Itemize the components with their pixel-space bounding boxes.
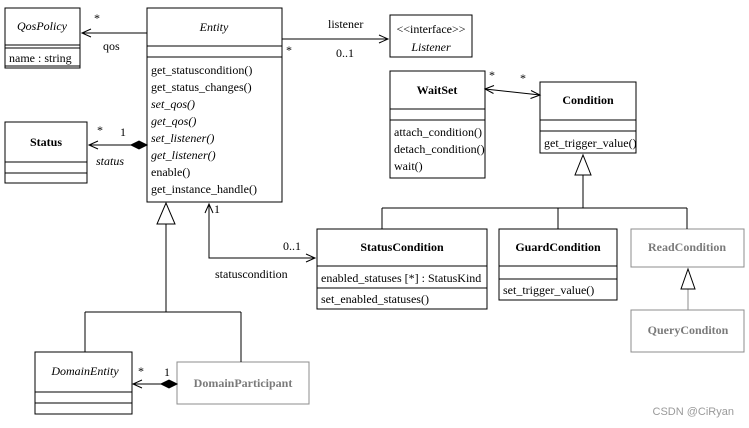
readcondition-name: ReadCondition	[648, 240, 726, 254]
entity-operation: get_qos()	[151, 114, 196, 128]
class-condition: Condition get_trigger_value()	[539, 81, 637, 154]
entity-name: Entity	[199, 20, 229, 34]
status-mult-label: *	[97, 123, 103, 137]
class-readcondition: ReadCondition	[630, 228, 745, 268]
condition-mult-label: *	[520, 71, 526, 85]
querycondition-name: QueryConditon	[648, 323, 729, 337]
composition-entity-status	[87, 140, 149, 150]
qos-role-label: qos	[103, 39, 120, 53]
class-entity: Entity get_statuscondition() get_status_c…	[146, 7, 283, 203]
entity-operation: get_instance_handle()	[151, 182, 257, 196]
entity-operations: get_statuscondition() get_status_changes(…	[151, 63, 257, 196]
statuscond-mult-label: 0..1	[283, 239, 301, 253]
waitset-name: WaitSet	[417, 83, 458, 97]
association-labels: * qos * listener 0..1 * * * 1 status 1 0…	[94, 11, 526, 379]
statuscondition-attribute: enabled_statuses [*] : StatusKind	[321, 271, 481, 285]
class-listener: <<interface>> Listener	[389, 14, 473, 58]
assoc-waitset-condition	[483, 85, 542, 99]
domainparticipant-name: DomainParticipant	[194, 376, 293, 390]
entity-operation: get_status_changes()	[151, 80, 252, 94]
class-status: Status	[4, 121, 88, 184]
statuscond-one-label: 1	[214, 202, 220, 216]
watermark-text: CSDN @CiRyan	[653, 406, 734, 418]
class-querycondition: QueryConditon	[630, 309, 745, 353]
generalization-entity	[84, 201, 242, 362]
waitset-op: detach_condition()	[394, 142, 485, 156]
status-one-label: 1	[120, 125, 126, 139]
entity-operation: set_listener()	[151, 131, 214, 145]
waitset-mult-label: *	[489, 68, 495, 82]
domainentity-name: DomainEntity	[50, 364, 119, 378]
guardcondition-name: GuardCondition	[515, 240, 601, 254]
listener-role-label: listener	[328, 17, 363, 31]
entity-operation: get_statuscondition()	[151, 63, 252, 77]
composition-domain	[131, 379, 179, 389]
listener-stereotype: <<interface>>	[396, 22, 465, 36]
domain-mult-label: *	[138, 364, 144, 378]
guardcondition-op: set_trigger_value()	[503, 283, 594, 297]
qos-mult-label: *	[94, 11, 100, 25]
assoc-entity-listener	[282, 34, 390, 44]
class-qospolicy: QosPolicy name : string	[4, 7, 81, 69]
class-statuscondition: StatusCondition enabled_statuses [*] : S…	[316, 228, 488, 310]
waitset-op: wait()	[394, 159, 423, 173]
class-domainentity: DomainEntity	[34, 351, 133, 415]
condition-name: Condition	[562, 93, 614, 107]
class-waitset: WaitSet attach_condition() detach_condit…	[389, 70, 486, 179]
waitset-op: attach_condition()	[394, 125, 482, 139]
status-name: Status	[30, 135, 62, 149]
class-guardcondition: GuardCondition set_trigger_value()	[498, 228, 618, 301]
qospolicy-attribute: name : string	[9, 51, 72, 65]
status-role-label: status	[96, 154, 124, 168]
listener-name: Listener	[410, 40, 451, 54]
statuscond-role-label: statuscondition	[215, 267, 288, 281]
generalization-condition	[381, 153, 688, 229]
qospolicy-name: QosPolicy	[17, 19, 68, 33]
class-domainparticipant: DomainParticipant	[176, 361, 310, 405]
entity-operation: get_listener()	[151, 148, 216, 162]
entity-qos-mult-label: *	[286, 43, 292, 57]
statuscondition-name: StatusCondition	[360, 240, 444, 254]
entity-operation: enable()	[151, 165, 190, 179]
generalization-readcondition	[680, 267, 696, 310]
assoc-entity-qospolicy	[80, 28, 147, 38]
condition-op: get_trigger_value()	[544, 136, 637, 150]
entity-operation: set_qos()	[151, 97, 195, 111]
assoc-entity-statuscondition	[204, 202, 317, 263]
statuscondition-op: set_enabled_statuses()	[321, 292, 429, 306]
listener-mult-label: 0..1	[336, 46, 354, 60]
domain-one-label: 1	[164, 365, 170, 379]
